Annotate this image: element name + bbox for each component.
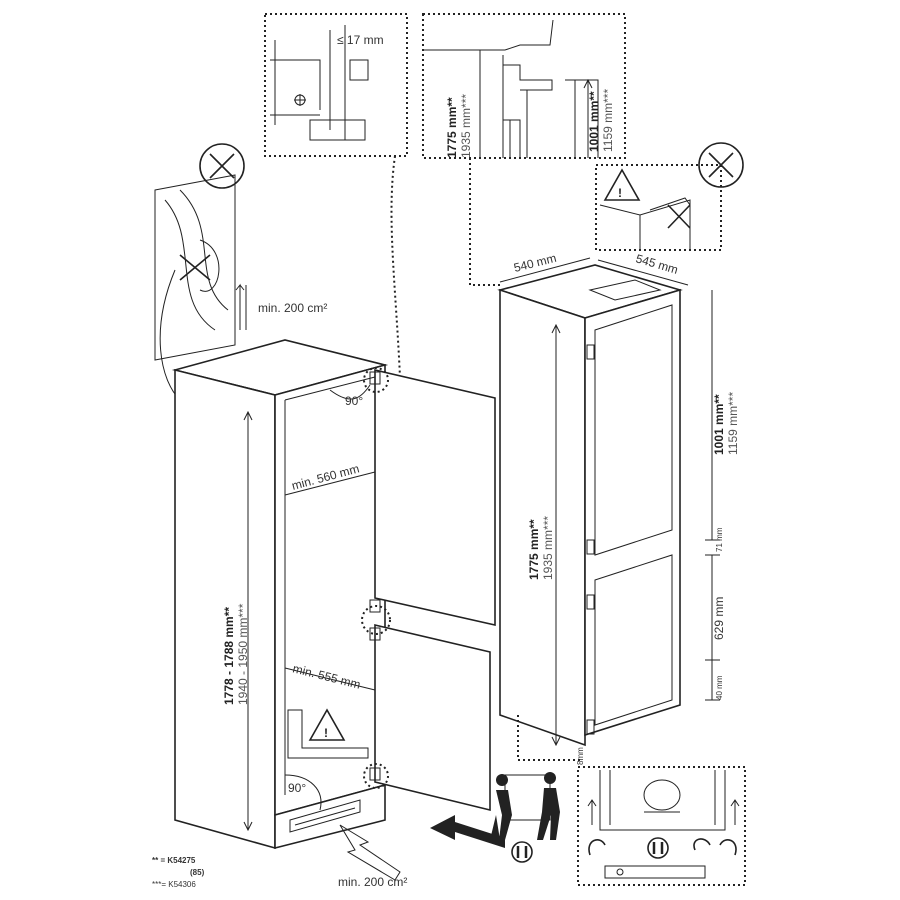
niche-height-k54306: 1940 - 1950 mm*** (236, 603, 250, 705)
detail-height-upper-k54306: 1159 mm*** (601, 89, 615, 152)
detail-leveling (577, 766, 746, 886)
detail-heights: 1775 mm** 1935 mm*** 1001 mm** 1159 mm**… (422, 13, 626, 159)
width-dimension (499, 257, 591, 283)
wood-wall-prohibited (154, 143, 245, 401)
upper-height-k54275: 1001 mm** (712, 394, 726, 455)
warning-icon (308, 708, 346, 741)
arrow-icon (430, 815, 505, 848)
compressor-icon (643, 779, 681, 811)
pause-icon (511, 841, 533, 863)
appliance-height-k54306: 1935 mm*** (541, 516, 555, 580)
svg-text:!: ! (324, 726, 328, 740)
warning-sign: ! (287, 708, 369, 759)
kitchen-niche (171, 339, 389, 850)
detail-no-step: ! (595, 142, 744, 251)
right-dimensions (705, 290, 720, 701)
footnote-k54275: ** = K54275 (152, 856, 196, 865)
level-icon (604, 865, 706, 879)
appliance (497, 264, 683, 747)
svg-text:!: ! (618, 186, 622, 200)
pause-icon (647, 837, 669, 859)
vent-bottom-label: min. 200 cm² (338, 875, 407, 889)
upper-height-k54306: 1159 mm*** (726, 392, 740, 455)
detail-link-dotted (517, 715, 580, 761)
width-dimension (284, 667, 376, 691)
footnote-k54275-sub: (85) (190, 868, 205, 877)
prohibited-icon (698, 142, 744, 188)
angle-arc (284, 774, 322, 811)
gap-floor: 8mm (576, 747, 585, 765)
gap-bottom: 40 mm (715, 675, 724, 700)
door-angle-top: 90° (345, 394, 363, 408)
appliance-height-k54275: 1775 mm** (527, 519, 541, 580)
detail-height-total-k54275: 1775 mm** (445, 97, 459, 158)
appliance-depth: 545 mm (634, 251, 680, 276)
detail-height-total-k54306: 1935 mm*** (459, 94, 473, 158)
appliance-height-dimension (551, 323, 561, 747)
detail-link-dotted (469, 158, 500, 286)
footnote-k54306: ***= K54306 (152, 880, 196, 889)
vent-bottom-arrow-icon (339, 824, 401, 881)
depth-dimension (597, 259, 689, 286)
gap-middle: 71 mm (715, 527, 724, 552)
niche-height-k54275: 1778 - 1788 mm** (222, 607, 236, 705)
niche-height-dimension (243, 410, 253, 832)
door-angle-bottom: 90° (288, 781, 306, 795)
angle-arc (329, 384, 371, 400)
detail-height-upper-k54275: 1001 mm** (587, 91, 601, 152)
two-person-lift-icon (490, 772, 560, 840)
warning-icon (603, 168, 641, 201)
gap-label: ≤ 17 mm (337, 33, 384, 47)
vent-top-label: min. 200 cm² (258, 301, 327, 315)
appliance-width: 540 mm (512, 251, 557, 275)
detail-hinge-gap: ≤ 17 mm (264, 13, 408, 157)
cabinet-door (361, 367, 496, 812)
vent-arrow-icon (235, 283, 247, 330)
width-dimension (284, 471, 376, 496)
prohibited-icon (199, 143, 245, 189)
lower-height: 629 mm (712, 597, 726, 640)
